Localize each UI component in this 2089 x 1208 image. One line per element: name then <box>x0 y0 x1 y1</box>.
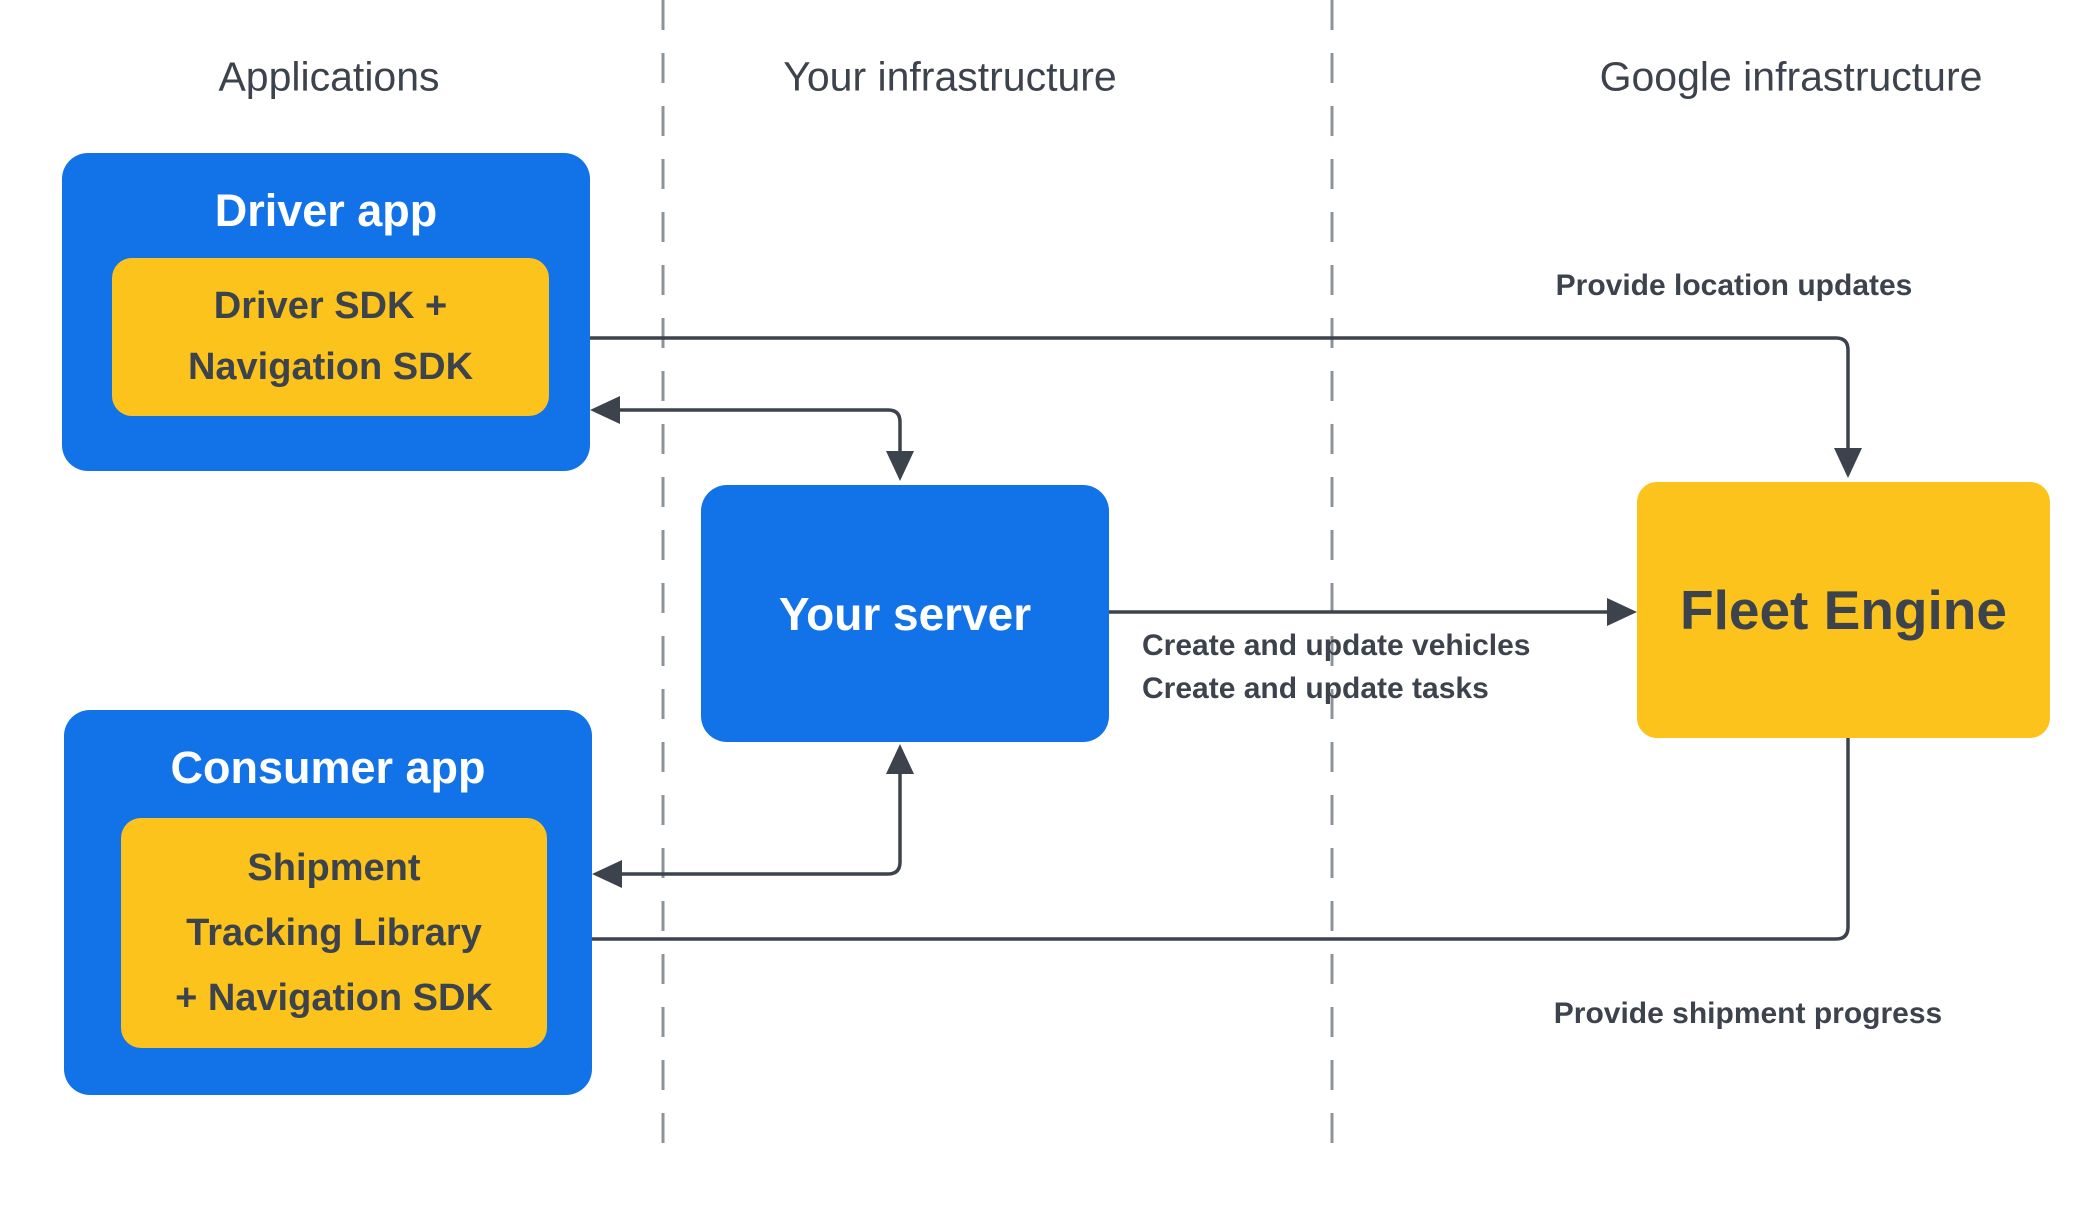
column-header-applications: Applications <box>218 53 440 100</box>
edge-fleet-driversdk <box>578 336 1850 450</box>
edge-driverapp-yourserver <box>620 408 902 451</box>
driver-sdk-box: Driver SDK + Navigation SDK <box>112 258 549 416</box>
column-header-your-infrastructure: Your infrastructure <box>783 53 1117 100</box>
arrowhead-into-your-server-bottom <box>886 744 914 774</box>
arrowhead-into-driver-app <box>590 396 620 424</box>
edge-label-provide-shipment-progress: Provide shipment progress <box>1553 997 1943 1030</box>
consumer-app-label: Consumer app <box>170 742 486 793</box>
your-server-label: Your server <box>778 587 1032 640</box>
edge-consumerapp-yourserver <box>622 772 902 876</box>
edge-label-create-update: Create and update vehicles Create and up… <box>1142 629 1531 705</box>
arrowhead-into-consumer-app <box>592 860 622 888</box>
driver-app-label: Driver app <box>214 185 438 236</box>
shipment-lib-box: Shipment Tracking Library + Navigation S… <box>121 818 547 1048</box>
arrowhead-into-your-server-top <box>886 451 914 481</box>
edge-label-provide-location-updates: Provide location updates <box>1555 269 1913 302</box>
arrowhead-into-fleet-engine-left <box>1607 598 1637 626</box>
shipment-lib-label: Shipment Tracking Library + Navigation S… <box>175 846 493 1019</box>
fleet-engine-box: Fleet Engine <box>1637 482 2050 738</box>
edge-fleetengine-shipmentlib <box>577 738 1850 941</box>
column-header-google-infrastructure: Google infrastructure <box>1599 53 1983 100</box>
driver-sdk-label: Driver SDK + Navigation SDK <box>187 285 474 388</box>
arrowhead-into-fleet-engine-top <box>1834 448 1862 478</box>
fleet-engine-label: Fleet Engine <box>1680 579 2007 641</box>
your-server-box: Your server <box>701 485 1109 742</box>
